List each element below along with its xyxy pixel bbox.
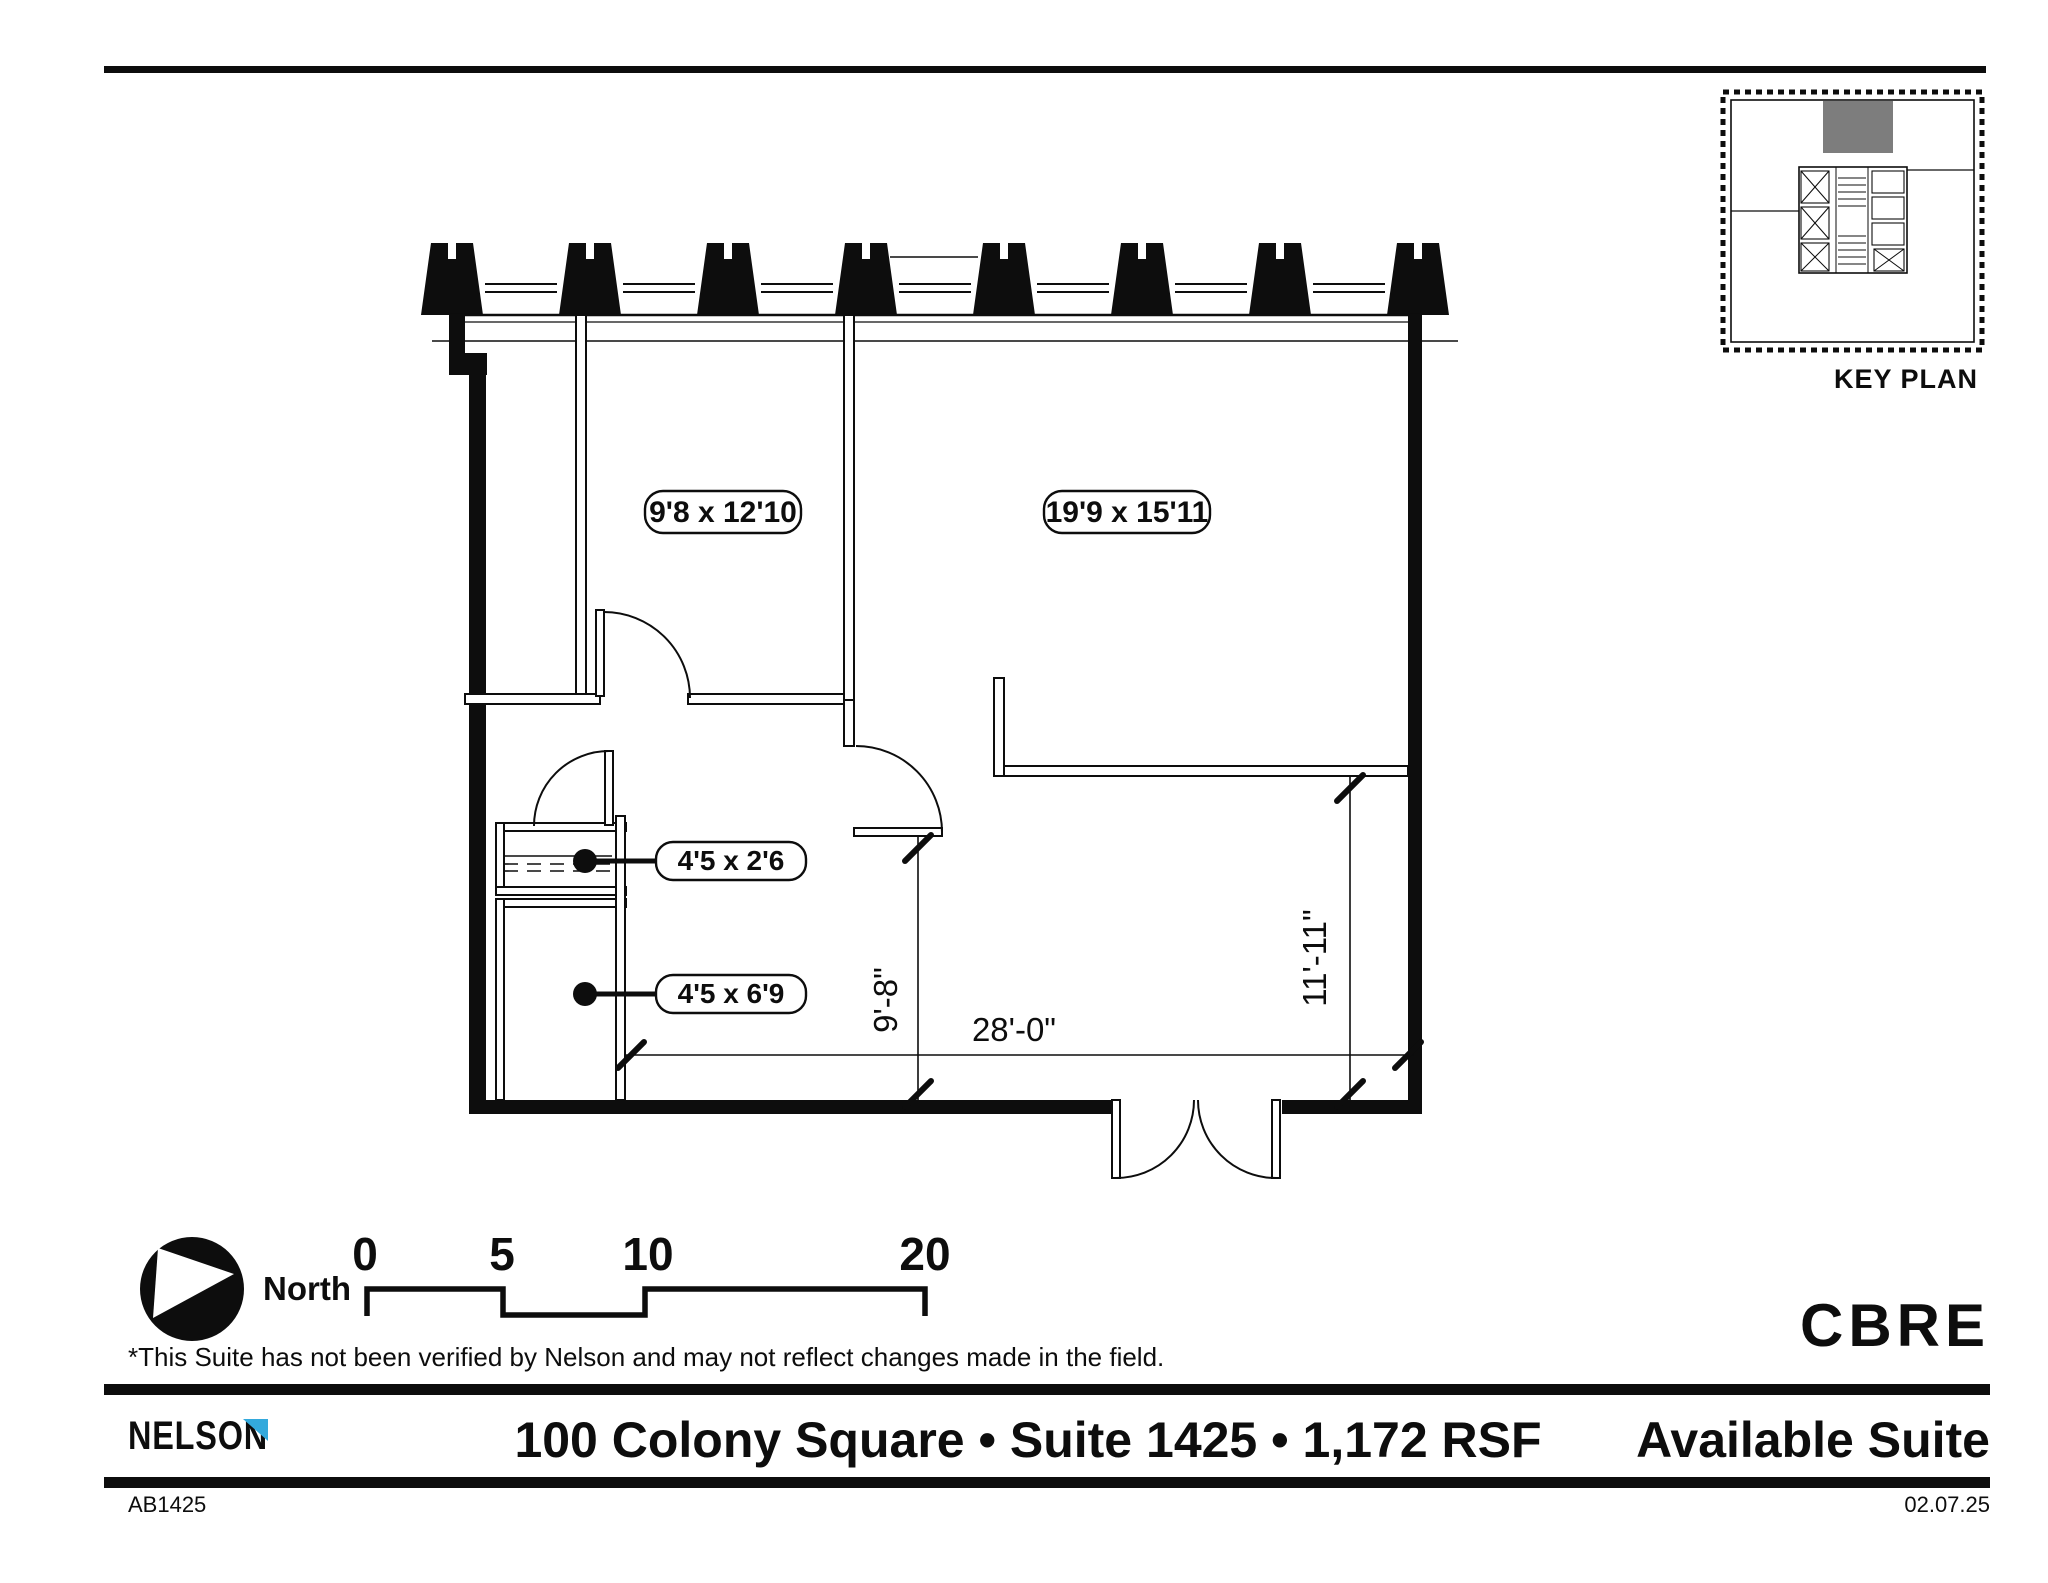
key-plan-core [1798,166,1908,274]
north-arrow-icon [140,1237,244,1341]
door-closet-hall [533,750,614,827]
floor-plan: 9'8 x 12'10 19'9 x 15'11 4'5 x 2'6 4'5 x… [421,243,1458,1179]
dim-label-9-8: 9'-8" [867,967,904,1033]
available-suite-label: Available Suite [1636,1412,1990,1468]
scale-tick-20: 20 [899,1228,950,1280]
top-rule [104,66,1986,73]
room-label: 9'8 x 12'10 [643,489,803,535]
closet1-dimensions-label: 4'5 x 2'6 [678,845,785,876]
scale-bar-line [364,1286,928,1318]
doc-code: AB1425 [128,1492,206,1517]
room1-dimensions-label: 9'8 x 12'10 [649,496,797,529]
scale-bar: 0 5 10 20 [352,1228,951,1318]
room-label: 19'9 x 15'11 [1042,489,1212,535]
disclaimer-text: *This Suite has not been verified by Nel… [128,1342,1164,1372]
key-plan-title: KEY PLAN [1834,364,1978,394]
scale-tick-0: 0 [352,1228,378,1280]
closet-callout: 4'5 x 6'9 [573,973,808,1015]
doc-date: 02.07.25 [1904,1492,1990,1517]
key-plan-suite-highlight [1823,101,1893,153]
footer-rule-top [104,1384,1990,1395]
scale-tick-5: 5 [489,1228,515,1280]
north-label: North [263,1270,351,1307]
entry-double-door [1111,1099,1281,1179]
window-lines [485,283,1385,293]
dim-label-11-11: 11'-11" [1296,909,1333,1007]
window-column-icons [421,243,1449,315]
nelson-logo-triangle-icon [243,1419,268,1441]
door-room1 [595,609,691,699]
dimension-9-8: 9'-8" [867,832,934,1110]
door-room2 [853,745,943,837]
dimension-11-11: 11'-11" [1296,772,1366,1110]
nelson-logo: NELSON [128,1414,268,1458]
nelson-logo-text: NELSON [128,1414,268,1458]
closet2-dimensions-label: 4'5 x 6'9 [678,978,785,1009]
footer-rule-bottom [104,1477,1990,1488]
dim-label-28-0: 28'-0" [972,1011,1056,1048]
cbre-logo: CBRE [1800,1292,1990,1359]
key-plan: KEY PLAN [1720,89,1985,394]
interior-walls [464,314,1409,1101]
key-plan-inner-border [1730,99,1975,343]
exterior-walls [449,315,1422,1114]
room2-dimensions-label: 19'9 x 15'11 [1046,496,1209,529]
dimension-28-0: 28'-0" [615,1011,1424,1071]
scale-tick-10: 10 [622,1228,673,1280]
suite-title: 100 Colony Square • Suite 1425 • 1,172 R… [514,1412,1541,1468]
closet-callout: 4'5 x 2'6 [573,840,808,882]
